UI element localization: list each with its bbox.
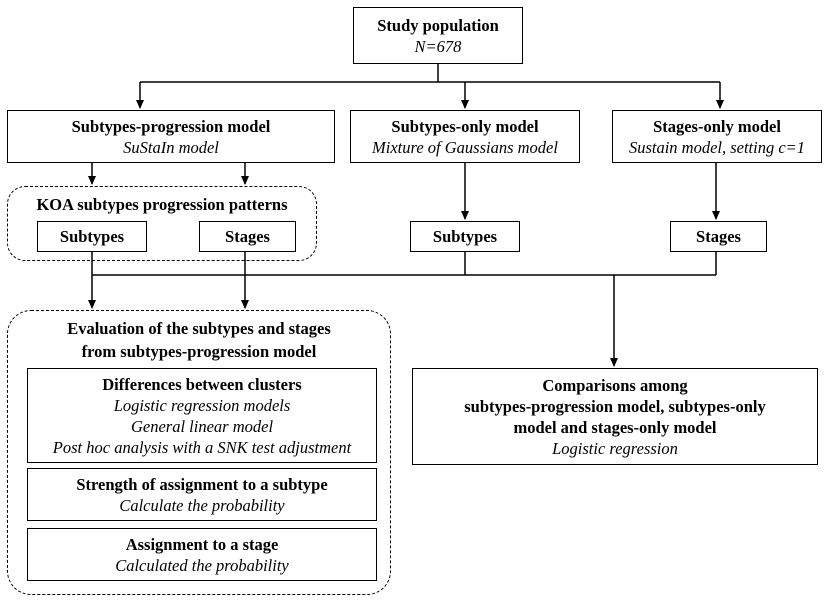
koa-subtypes-box: Subtypes [37,221,147,252]
differences-line-1: Logistic regression models [113,395,291,415]
evaluation-group-container [7,310,391,595]
study-population-box: Study population N=678 [353,7,523,64]
comparisons-box: Comparisons among subtypes-progression m… [412,368,818,465]
differences-box: Differences between clusters Logistic re… [27,368,377,463]
koa-group-title: KOA subtypes progression patterns [36,195,288,214]
koa-stages-box: Stages [199,221,296,252]
strength-subtitle: Calculate the probability [119,495,285,515]
comparisons-line-2: subtypes-progression model, subtypes-onl… [464,396,766,416]
strength-title: Strength of assignment to a subtype [76,474,328,494]
comparisons-line-3: model and stages-only model [513,417,717,437]
subtypes-progression-model-box: Subtypes-progression model SuStaIn model [7,110,335,163]
subtypes-only-subtitle: Mixture of Gaussians model [372,137,558,157]
differences-line-2: General linear model [130,416,274,436]
study-population-n: N=678 [414,36,462,56]
subtypes-only-output-box: Subtypes [410,221,520,252]
subtypes-only-title: Subtypes-only model [391,116,539,136]
assignment-subtitle: Calculated the probability [115,555,289,575]
stages-only-output-box: Stages [670,221,767,252]
evaluation-title-line2: from subtypes-progression model [81,342,317,361]
differences-title: Differences between clusters [102,374,302,394]
subtypes-progression-subtitle: SuStaIn model [123,137,219,157]
differences-line-3: Post hoc analysis with a SNK test adjust… [52,437,352,457]
stages-only-title: Stages-only model [653,116,781,136]
subtypes-progression-title: Subtypes-progression model [71,116,271,136]
subtypes-only-model-box: Subtypes-only model Mixture of Gaussians… [350,110,580,163]
stages-only-model-box: Stages-only model Sustain model, setting… [612,110,822,163]
assignment-box: Assignment to a stage Calculated the pro… [27,528,377,581]
comparisons-line-1: Comparisons among [542,375,688,395]
evaluation-title-line1: Evaluation of the subtypes and stages [67,319,331,338]
strength-box: Strength of assignment to a subtype Calc… [27,468,377,521]
comparisons-subtitle: Logistic regression [552,438,678,458]
koa-group-container [7,186,317,261]
stages-only-subtitle: Sustain model, setting c=1 [628,137,806,157]
study-population-title: Study population [377,15,499,35]
assignment-title: Assignment to a stage [125,534,279,554]
